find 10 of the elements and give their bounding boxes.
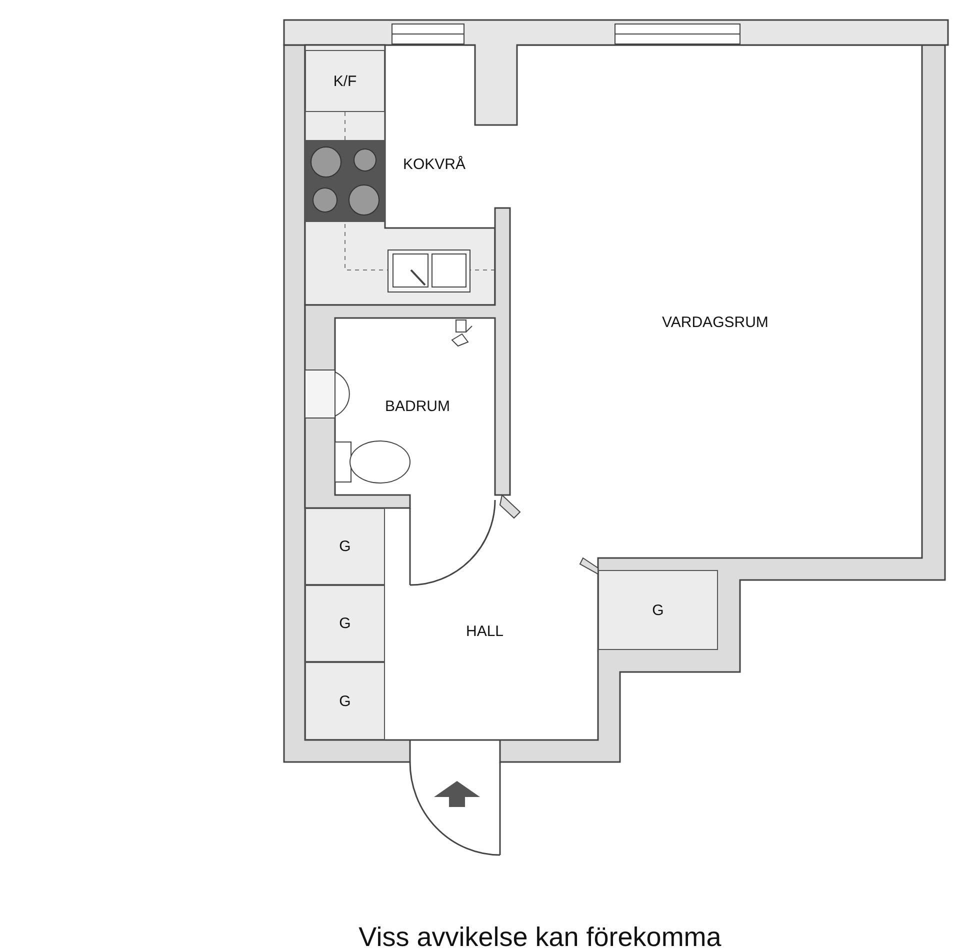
room-label: BADRUM bbox=[385, 398, 450, 415]
fridge-freezer-box: K/F bbox=[305, 50, 385, 112]
room-label: KOKVRÅ bbox=[403, 156, 466, 173]
caption: Viss avvikelse kan förekomma bbox=[358, 922, 722, 949]
wardrobe-box: G bbox=[305, 585, 385, 662]
wardrobe-box: G bbox=[305, 508, 385, 585]
room-label: HALL bbox=[466, 623, 504, 640]
wardrobe-box: G bbox=[598, 570, 718, 650]
room-label: VARDAGSRUM bbox=[662, 314, 768, 331]
wardrobe-box: G bbox=[305, 662, 385, 740]
